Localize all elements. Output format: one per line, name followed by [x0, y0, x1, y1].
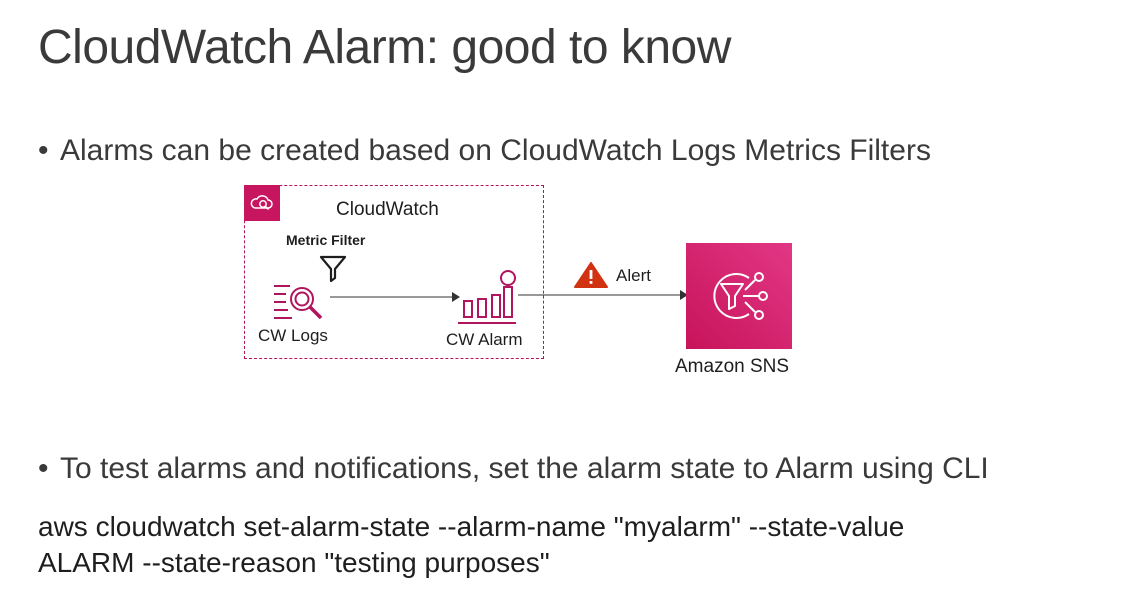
cloudwatch-alarm-icon — [458, 270, 516, 324]
cli-command-line-2: ALARM --state-reason "testing purposes" — [38, 547, 550, 578]
cw-logs-label: CW Logs — [258, 326, 328, 345]
amazon-sns-icon — [686, 243, 792, 349]
amazon-sns-label: Amazon SNS — [675, 356, 790, 377]
cli-command-line-1: aws cloudwatch set-alarm-state --alarm-n… — [38, 511, 905, 542]
bullet-text: Alarms can be created based on CloudWatc… — [60, 134, 931, 167]
warning-triangle-icon — [574, 262, 608, 288]
metric-filter-label: Metric Filter — [286, 232, 366, 248]
logs-to-alarm-arrow — [330, 292, 460, 302]
cloudwatch-group-boundary — [244, 185, 544, 359]
cloudwatch-icon — [244, 185, 280, 221]
bullet-dot: • — [38, 452, 49, 485]
slide-title: CloudWatch Alarm: good to know — [38, 21, 731, 74]
cloudwatch-group-label: CloudWatch — [336, 199, 439, 220]
filter-funnel-icon — [319, 255, 347, 283]
alarm-to-sns-arrow — [518, 290, 688, 300]
cli-command: aws cloudwatch set-alarm-state --alarm-n… — [38, 509, 1098, 581]
bullet-test-alarms-cli: • To test alarms and notifications, set t… — [38, 452, 989, 486]
bullet-text: To test alarms and notifications, set th… — [60, 452, 989, 485]
alert-label: Alert — [616, 266, 651, 285]
bullet-dot: • — [38, 134, 49, 167]
cloudwatch-logs-icon — [274, 285, 323, 320]
cw-alarm-label: CW Alarm — [446, 330, 523, 349]
bullet-alarms-metric-filters: • Alarms can be created based on CloudWat… — [38, 134, 931, 168]
